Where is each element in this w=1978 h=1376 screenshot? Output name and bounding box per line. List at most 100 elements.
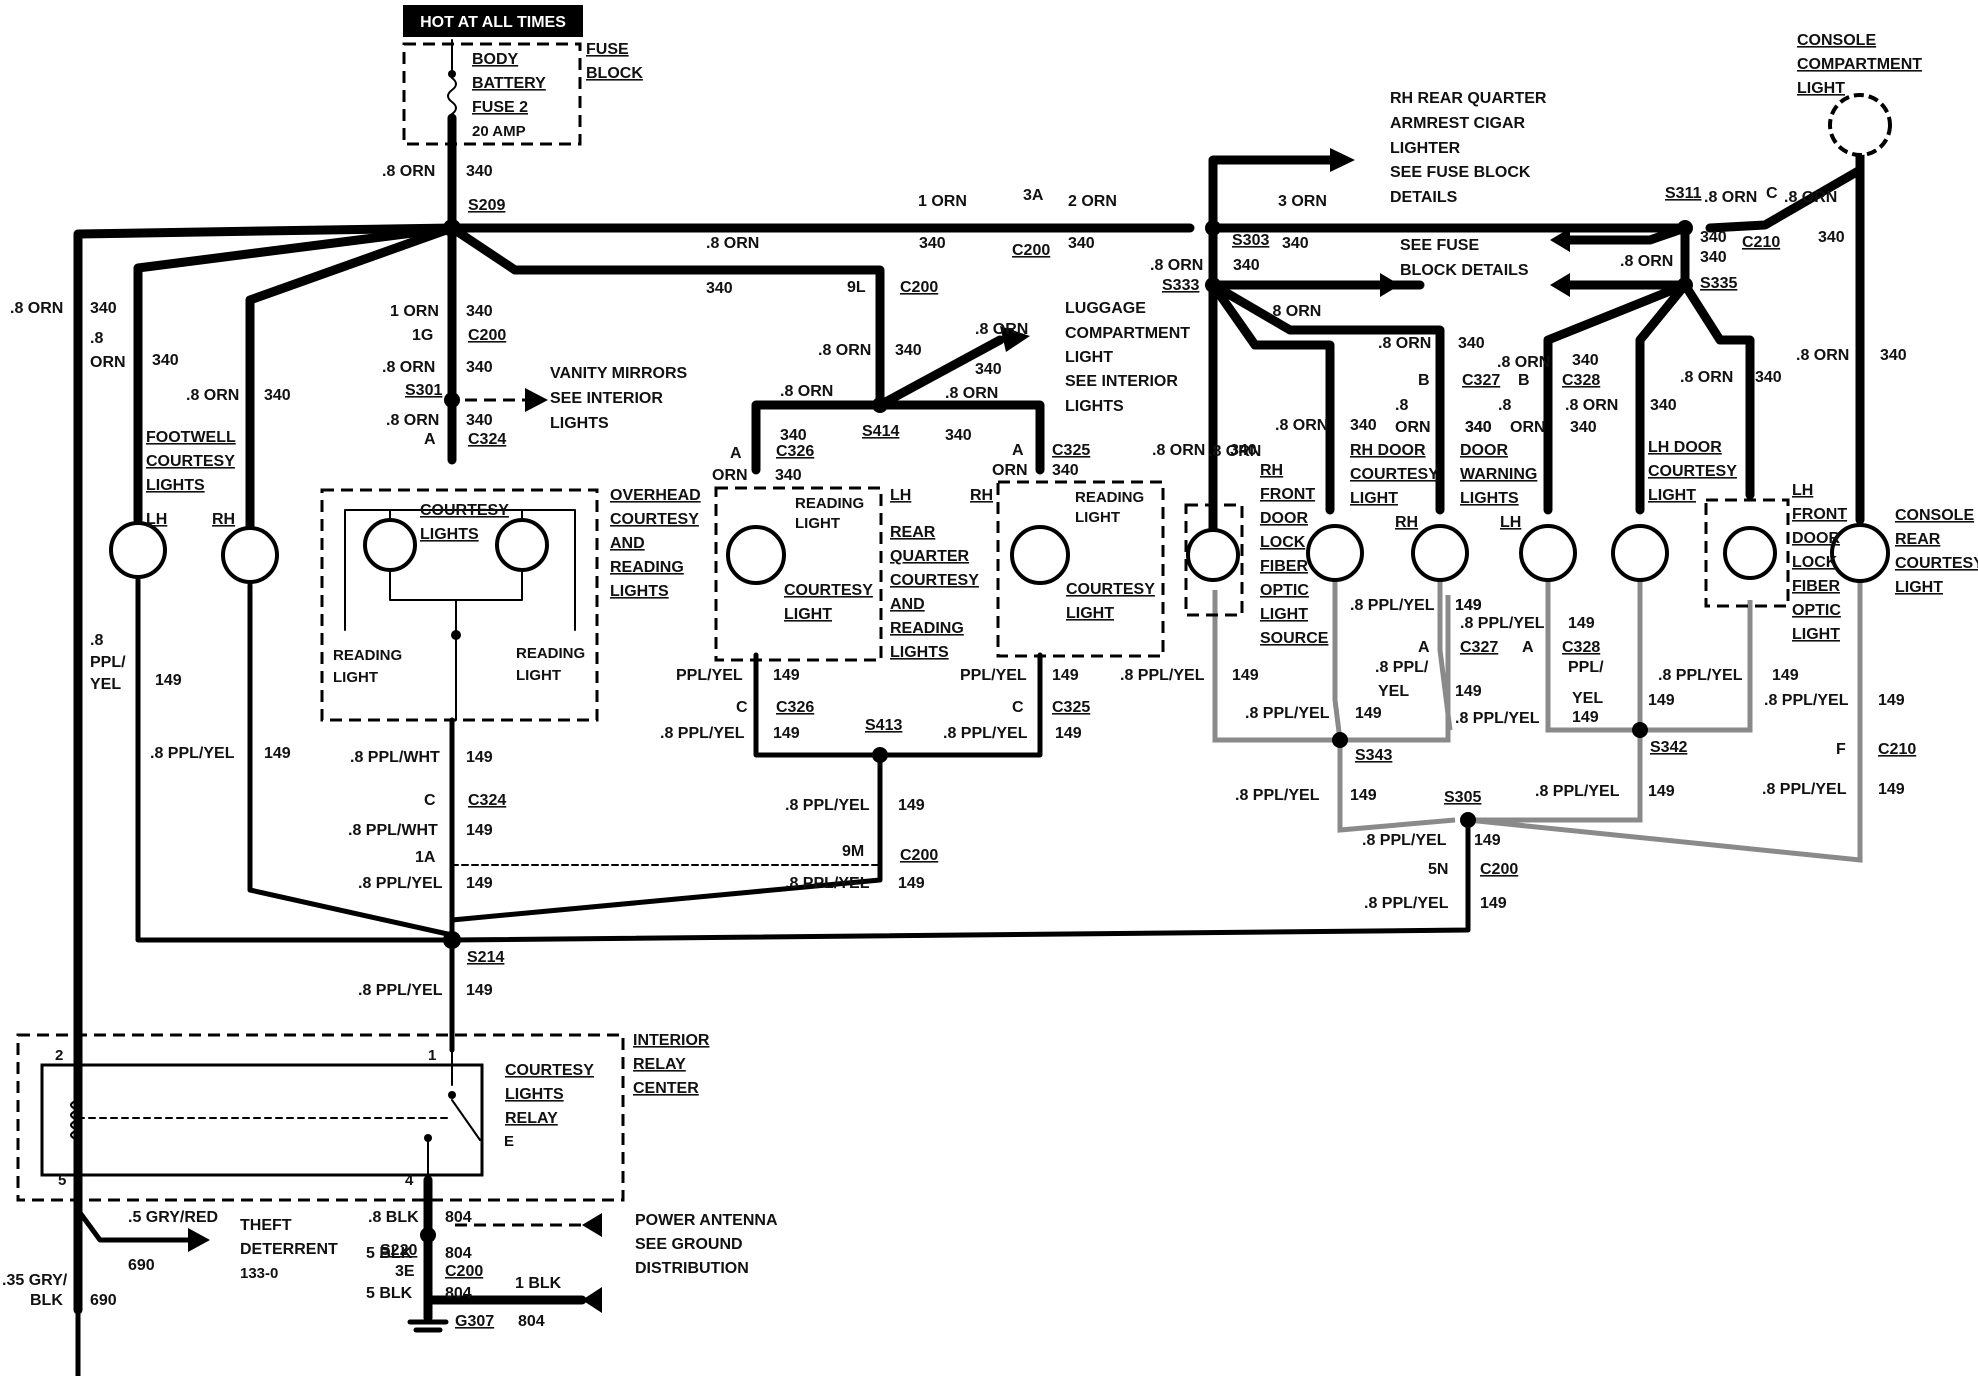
svg-text:804: 804 — [445, 1245, 472, 1262]
svg-text:LH: LH — [1792, 482, 1813, 499]
fuse-box — [402, 42, 582, 146]
lamp-console-rear — [1830, 523, 1890, 583]
svg-text:DETAILS: DETAILS — [1390, 189, 1458, 206]
svg-text:COURTESY: COURTESY — [1648, 463, 1737, 480]
svg-text:CONSOLE: CONSOLE — [1797, 32, 1876, 49]
svg-text:340: 340 — [1650, 397, 1677, 414]
svg-text:COURTESY: COURTESY — [420, 502, 509, 519]
svg-text:804: 804 — [445, 1285, 472, 1302]
svg-text:340: 340 — [152, 352, 179, 369]
hot-at-all-times-text: HOT AT ALL TIMES — [420, 14, 566, 31]
splice-s335: S335 — [1700, 275, 1737, 292]
svg-text:LIGHT: LIGHT — [1066, 605, 1114, 622]
pin-1a: 1A — [415, 849, 436, 866]
svg-text:.8 PPL/YEL: .8 PPL/YEL — [1762, 781, 1847, 798]
svg-text:LH: LH — [1500, 514, 1521, 531]
svg-text:AND: AND — [610, 535, 645, 552]
svg-text:LIGHTER: LIGHTER — [1390, 140, 1461, 157]
return-wires — [135, 577, 1471, 1053]
footwell-label: FOOTWELL COURTESY LIGHTS LH RH — [146, 429, 236, 528]
svg-text:.8 ORN: .8 ORN — [10, 300, 63, 317]
svg-text:.8 ORN: .8 ORN — [780, 383, 833, 400]
overhead-label: OVERHEAD COURTESY AND READING LIGHTS — [610, 487, 701, 600]
svg-text:RH: RH — [970, 487, 993, 504]
svg-text:340: 340 — [1880, 347, 1907, 364]
connector-c200-9l: C200 — [900, 279, 938, 296]
svg-text:340: 340 — [1700, 249, 1727, 266]
svg-text:LIGHT: LIGHT — [1065, 349, 1113, 366]
svg-text:.8 PPL/YEL: .8 PPL/YEL — [1362, 832, 1447, 849]
svg-text:LIGHT: LIGHT — [516, 667, 561, 684]
svg-text:.8: .8 — [90, 632, 103, 649]
svg-text:RH: RH — [1260, 462, 1283, 479]
lh-front-fiber-label: LH FRONT DOOR LOCK FIBER OPTIC LIGHT — [1792, 482, 1847, 643]
svg-text:ORN: ORN — [90, 354, 126, 371]
svg-text:804: 804 — [445, 1209, 472, 1226]
svg-text:.8 PPL/YEL: .8 PPL/YEL — [1235, 787, 1320, 804]
splice-s214: S214 — [467, 949, 504, 966]
lamp-door-warning-rh — [1411, 524, 1469, 582]
connector-c326-c: C326 — [776, 699, 814, 716]
svg-text:.8 PPL/YEL: .8 PPL/YEL — [358, 875, 443, 892]
connector-c200-3e: C200 — [445, 1263, 483, 1280]
svg-text:LUGGAGE: LUGGAGE — [1065, 300, 1146, 317]
overhead-box — [320, 488, 599, 722]
svg-text:PPL/YEL: PPL/YEL — [960, 667, 1027, 684]
svg-text:.8 ORN: .8 ORN — [382, 163, 435, 180]
svg-text:.8 ORN: .8 ORN — [382, 359, 435, 376]
svg-text:RH: RH — [1395, 514, 1418, 531]
svg-text:REAR: REAR — [890, 524, 936, 541]
svg-text:READING: READING — [1075, 489, 1144, 506]
svg-text:LH: LH — [890, 487, 911, 504]
svg-text:RH: RH — [212, 511, 235, 528]
lamp-console-compartment — [1828, 93, 1892, 157]
splice-s414: S414 — [862, 423, 899, 440]
svg-text:.35 GRY/: .35 GRY/ — [2, 1272, 68, 1289]
svg-text:149: 149 — [773, 725, 800, 742]
svg-text:340: 340 — [895, 342, 922, 359]
pin-2-relay: 2 — [55, 1047, 63, 1064]
svg-text:340: 340 — [1230, 442, 1257, 459]
fuse-block-label-2: BLOCK — [586, 65, 643, 82]
svg-text:FRONT: FRONT — [1792, 506, 1847, 523]
pin-b-c328: B — [1518, 372, 1530, 389]
svg-text:REAR: REAR — [1895, 531, 1941, 548]
svg-text:.8 ORN: .8 ORN — [1378, 335, 1431, 352]
svg-text:COURTESY: COURTESY — [1066, 581, 1155, 598]
svg-text:QUARTER: QUARTER — [890, 548, 970, 565]
svg-text:BLK: BLK — [30, 1292, 63, 1309]
svg-text:READING: READING — [795, 495, 864, 512]
connector-c327-b: C327 — [1462, 372, 1500, 389]
svg-text:340: 340 — [1465, 419, 1492, 436]
svg-text:.8 ORN: .8 ORN — [1208, 443, 1261, 460]
rear-quarter-lh-box — [714, 486, 883, 662]
svg-text:ARMREST CIGAR: ARMREST CIGAR — [1390, 115, 1526, 132]
connector-c210-f: C210 — [1878, 741, 1916, 758]
connector-c200-9m: C200 — [900, 847, 938, 864]
svg-text:.8 PPL/YEL: .8 PPL/YEL — [1364, 895, 1449, 912]
relay-center-label: INTERIOR RELAY CENTER — [633, 1032, 710, 1097]
fuse-block-label-1: FUSE — [586, 41, 629, 58]
fuse-symbol — [447, 39, 457, 122]
svg-text:SEE INTERIOR: SEE INTERIOR — [1065, 373, 1178, 390]
courtesy-lights-label: COURTESY LIGHTS — [420, 502, 509, 543]
svg-text:.8 ORN: .8 ORN — [1565, 397, 1618, 414]
svg-text:149: 149 — [1355, 705, 1382, 722]
svg-text:COURTESY: COURTESY — [1350, 466, 1439, 483]
svg-text:YEL: YEL — [1378, 683, 1409, 700]
fuse-label-battery: BATTERY — [472, 75, 546, 92]
splice-nodes — [420, 219, 1693, 1243]
svg-text:.8 ORN: .8 ORN — [1150, 257, 1203, 274]
svg-text:.8 ORN: .8 ORN — [1704, 189, 1757, 206]
fuse-label-fuse2: FUSE 2 — [472, 99, 528, 116]
svg-text:SEE GROUND: SEE GROUND — [635, 1236, 743, 1253]
svg-text:149: 149 — [1648, 692, 1675, 709]
svg-text:.8 PPL/WHT: .8 PPL/WHT — [348, 822, 438, 839]
svg-text:READING: READING — [333, 647, 402, 664]
connector-c328-a: C328 — [1562, 639, 1600, 656]
svg-text:LIGHT: LIGHT — [1260, 606, 1308, 623]
svg-text:340: 340 — [1572, 352, 1599, 369]
ground-g307: G307 — [455, 1313, 494, 1330]
connector-c200-main: C200 — [1012, 242, 1050, 259]
svg-text:149: 149 — [1572, 709, 1599, 726]
